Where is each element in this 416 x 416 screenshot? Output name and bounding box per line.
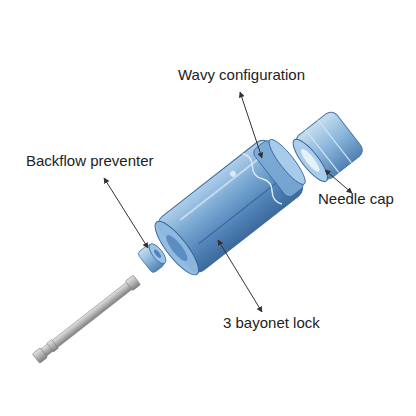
leader-line [218,240,262,312]
leader-line [240,92,262,158]
needle-cap-part [287,109,365,187]
part-label: 3 bayonet lock [223,314,320,332]
plunger-rod [32,275,140,363]
part-label: Backflow preventer [26,152,154,170]
part-label: Wavy configuration [178,66,305,84]
leader-line [104,178,148,248]
leader-lines [104,92,352,312]
leader-line [325,170,352,193]
cartridge-body [148,131,314,281]
part-label: Needle cap [318,190,394,208]
